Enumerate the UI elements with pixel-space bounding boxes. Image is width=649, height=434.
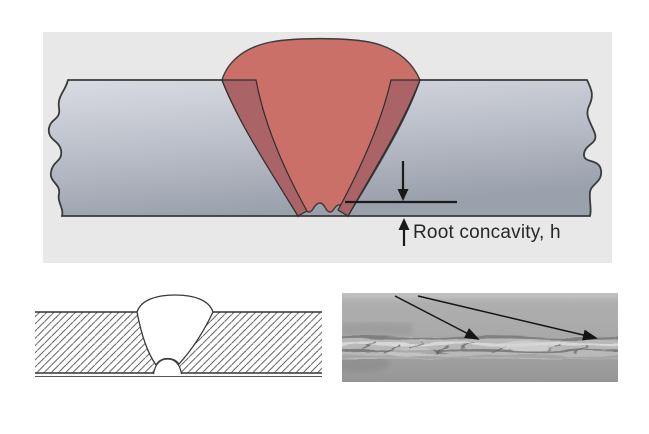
up-arrowhead-icon [398, 218, 410, 230]
dimension-annotation [345, 161, 457, 246]
weld-sketch-figure [35, 294, 322, 377]
root-concavity-label: Root concavity, h [413, 222, 561, 243]
root-concavity-notch [152, 358, 183, 375]
photo-arrow-icon-right [417, 295, 598, 341]
weld-photo-figure [342, 293, 618, 382]
weld-fusion-zone-left [221, 79, 308, 217]
photo-arrow-icon-left [394, 295, 480, 340]
down-arrowhead-icon [397, 189, 409, 201]
weld-fusion-zone-right [337, 79, 421, 217]
root-concavity-diagram [47, 37, 603, 246]
photo-grain-overlay [342, 293, 618, 382]
root-concavity-diagram-panel: Root concavity, h [43, 32, 612, 263]
